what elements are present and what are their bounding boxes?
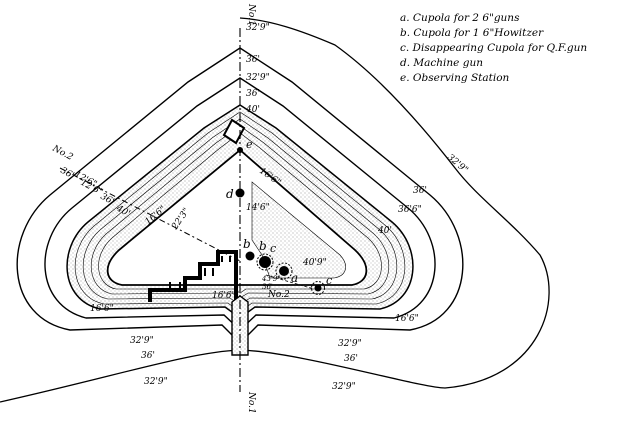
cupola-a <box>279 266 289 276</box>
dim-top-0: 32'9" <box>246 23 270 33</box>
rampart-contour-4 <box>98 132 382 294</box>
dim-bottom-right-2: 32'9" <box>332 382 356 392</box>
machine-gun-marker <box>235 188 245 198</box>
label-e: e <box>246 138 253 151</box>
dim-bottom-right-1: 36' <box>344 354 358 364</box>
outer-glacis-line <box>0 17 550 403</box>
legend-item-b: b. Cupola for 1 6"Howitzer <box>400 27 544 39</box>
cupola-b2-ring <box>256 253 274 271</box>
dim-right-inner-1: 14'6" <box>246 203 270 213</box>
label-b2: b <box>259 239 267 253</box>
dim-bottom-left-0: 32'9" <box>130 336 154 346</box>
casemate-inner-steps <box>169 256 231 290</box>
label-c2: c <box>326 274 332 287</box>
dim-corner-right: 16'6" <box>395 314 419 324</box>
dim-bottom-left-2: 32'9" <box>144 377 168 387</box>
section-label-left: No.2 <box>50 143 75 163</box>
dim-top-4: 40' <box>245 105 260 115</box>
section-line-no2 <box>59 167 243 263</box>
dim-bottom-right-0: 32'9" <box>338 339 362 349</box>
legend-item-a: a. Cupola for 2 6"guns <box>400 12 520 24</box>
cupola-c-ring <box>311 281 325 295</box>
label-c: c <box>270 242 276 255</box>
dim-inner-bottom-0: 16'6" <box>212 291 236 301</box>
dim-top-3: 36' <box>246 89 260 99</box>
cupola-a-ring <box>275 262 293 280</box>
dim-bottom-left-1: 36' <box>141 351 155 361</box>
dim-right-outer-2: 36'6" <box>398 205 422 215</box>
legend-item-d: d. Machine gun <box>400 57 483 69</box>
dim-top-2: 32'9" <box>246 73 270 83</box>
dim-center-2: 36' <box>262 283 273 291</box>
label-a: a <box>291 271 298 285</box>
dim-right-inner-2: 40' <box>377 226 392 236</box>
cupola-b1 <box>245 251 255 261</box>
label-b1: b <box>243 237 251 251</box>
legend: a. Cupola for 2 6"guns b. Cupola for 1 6… <box>400 12 587 84</box>
dim-right-outer-1: 36' <box>413 186 427 196</box>
legend-item-e: e. Observing Station <box>400 72 510 84</box>
dim-center-0: 40'9" <box>302 258 327 268</box>
section-label-inner: No.2 <box>267 290 290 300</box>
gallery-line <box>265 274 315 290</box>
legend-item-c: c. Disappearing Cupola for Q.F.gun <box>400 42 587 54</box>
observing-station-marker <box>237 147 243 153</box>
casemate-stepped-wall <box>148 250 238 302</box>
section-label-bottom: No.1 <box>246 391 256 414</box>
dim-corner-left: 16'6" <box>90 304 114 314</box>
top-gallery <box>222 118 246 145</box>
cupola-b2 <box>259 256 271 268</box>
dim-top-1: 36' <box>246 55 260 65</box>
dim-center-1: 43'9" <box>261 275 281 283</box>
section-label-top: No.1 <box>246 3 256 26</box>
cupola-c <box>314 284 322 292</box>
dim-right-outer-0: 32'9" <box>445 153 470 176</box>
label-d: d <box>226 187 234 201</box>
